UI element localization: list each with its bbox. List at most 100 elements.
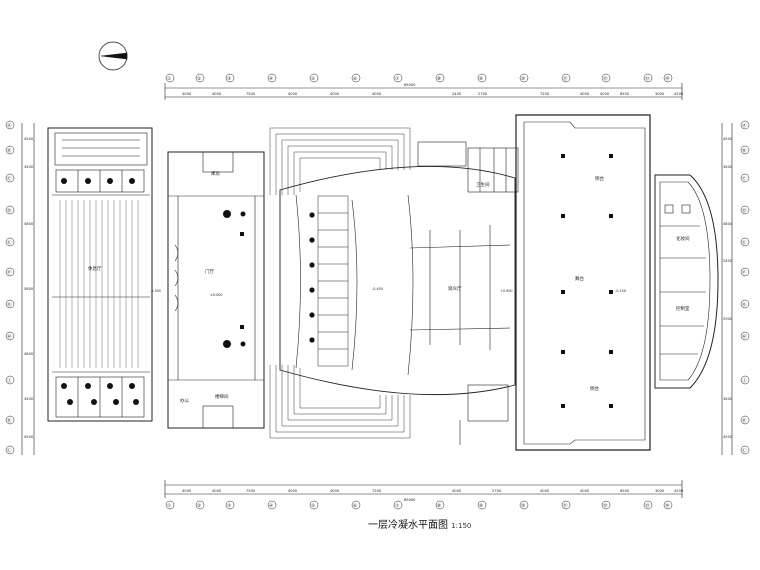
axis-label: Ⓕ <box>7 269 12 276</box>
stage-columns <box>561 154 613 408</box>
axis-label: Ⓒ <box>7 175 12 182</box>
bottom-dimension-line <box>164 480 683 498</box>
elevation-mark: ±0.000 <box>210 293 223 297</box>
stage-hall <box>515 114 651 451</box>
axis-label: Ⓚ <box>7 417 12 424</box>
right-dimension-line <box>721 123 733 455</box>
dimension: 4000 <box>288 92 298 96</box>
dimension: 4000 <box>182 489 192 493</box>
axis-label: ④ <box>269 503 273 509</box>
axis-label: ③ <box>227 76 231 82</box>
dimension: 4200 <box>674 92 684 96</box>
axis-label: ⑫ <box>603 75 608 82</box>
dimension: 4500 <box>24 137 34 141</box>
room-label-lounge: 休息厅 <box>88 265 102 272</box>
overall-dimension: 69000 <box>404 498 416 502</box>
dimension: 4000 <box>372 92 382 96</box>
axis-label: ⑥ <box>353 503 357 509</box>
dimension: 4000 <box>330 92 340 96</box>
axis-label: Ⓔ <box>742 239 747 246</box>
dimension: 2400 <box>723 259 733 263</box>
dimension: 3000 <box>655 92 665 96</box>
dimension: 4000 <box>182 92 192 96</box>
room-label-control: 控制室 <box>676 305 690 312</box>
dimension: 2400 <box>452 92 462 96</box>
axis-label: ③ <box>227 503 231 509</box>
axis-label: Ⓔ <box>7 239 12 246</box>
entrance-hall <box>167 151 265 429</box>
room-label-office: 办公 <box>180 397 189 404</box>
dimension: 7200 <box>372 489 382 493</box>
drawing-scale: 1:150 <box>451 522 472 530</box>
fan-coil-units <box>309 212 315 343</box>
bottom-axis-bubbles <box>165 500 673 510</box>
dimension: 7500 <box>246 92 256 96</box>
overall-dimension: 69000 <box>404 83 416 87</box>
dimension: 4000 <box>288 489 298 493</box>
elevation-mark: -0.450 <box>372 287 383 291</box>
room-label-auditorium: 观众厅 <box>448 286 462 292</box>
dimension: 4800 <box>24 222 34 226</box>
elevation-mark: +0.900 <box>500 289 513 293</box>
dimension: 6500 <box>620 92 630 96</box>
axis-label: Ⓒ <box>742 175 747 182</box>
room-label-side-stage: 侧台 <box>590 385 599 392</box>
dressing-rooms <box>317 195 349 367</box>
axis-label: ⑥ <box>353 76 357 82</box>
dimension: 4500 <box>24 435 34 439</box>
dimension: 3400 <box>24 397 34 401</box>
axis-label: ④ <box>269 76 273 82</box>
axis-label: ② <box>197 503 201 509</box>
room-label-dressing: 化妆间 <box>676 235 690 242</box>
axis-label: Ⓛ <box>742 447 747 454</box>
axis-label: ⑭ <box>665 502 670 509</box>
side-axis-bubbles <box>5 120 750 455</box>
axis-label: Ⓐ <box>742 122 747 129</box>
dimension: 7500 <box>246 489 256 493</box>
tiered-seating-bottom <box>269 365 411 439</box>
left-wing-equipment <box>61 178 139 405</box>
dimension: 4000 <box>580 489 590 493</box>
axis-label: Ⓑ <box>742 147 747 154</box>
dimension: 4000 <box>212 92 222 96</box>
dimension: 4000 <box>452 489 462 493</box>
axis-label: ⑬ <box>645 75 650 82</box>
dimension: 5800 <box>24 287 34 291</box>
dimension: 4000 <box>540 489 550 493</box>
axis-label: ⑨ <box>479 503 483 509</box>
top-dimension-line <box>164 83 683 100</box>
axis-label: Ⓗ <box>7 333 12 340</box>
dimension: 6500 <box>620 489 630 493</box>
auditorium <box>279 166 516 396</box>
axis-label: ① <box>167 76 171 82</box>
axis-label: Ⓖ <box>742 301 747 308</box>
service-core <box>417 141 519 445</box>
dimension: 4500 <box>723 137 733 141</box>
elevation-mark: -0.150 <box>615 289 626 293</box>
dimension: 4800 <box>24 352 34 356</box>
dimension: 2700 <box>478 92 488 96</box>
axis-label: ⑤ <box>311 76 315 82</box>
dimension: 4200 <box>674 489 684 493</box>
tiered-seating-top <box>269 127 411 195</box>
axis-label: ⑧ <box>437 76 441 82</box>
drawing-title-text: 一层冷凝水平面图 <box>368 520 448 531</box>
room-label-storage: 库房 <box>211 170 220 177</box>
room-label-hall: 门厅 <box>205 268 214 275</box>
dimension: 3400 <box>723 397 733 401</box>
left-dimension-line <box>21 123 35 455</box>
axis-label: ⑩ <box>521 76 525 82</box>
dimension: 3400 <box>24 165 34 169</box>
axis-label: ⑦ <box>395 503 399 509</box>
top-axis-bubbles <box>165 73 673 83</box>
axis-label: ① <box>167 503 171 509</box>
dimension: 3400 <box>723 165 733 169</box>
axis-label: Ⓑ <box>7 147 12 154</box>
hall-columns <box>223 210 246 348</box>
axis-label: Ⓙ <box>742 377 747 384</box>
dimension: 4500 <box>723 435 733 439</box>
axis-label: Ⓛ <box>7 447 12 454</box>
axis-label: ⑩ <box>521 503 525 509</box>
axis-label: Ⓙ <box>7 377 12 384</box>
axis-label: ⑧ <box>437 503 441 509</box>
